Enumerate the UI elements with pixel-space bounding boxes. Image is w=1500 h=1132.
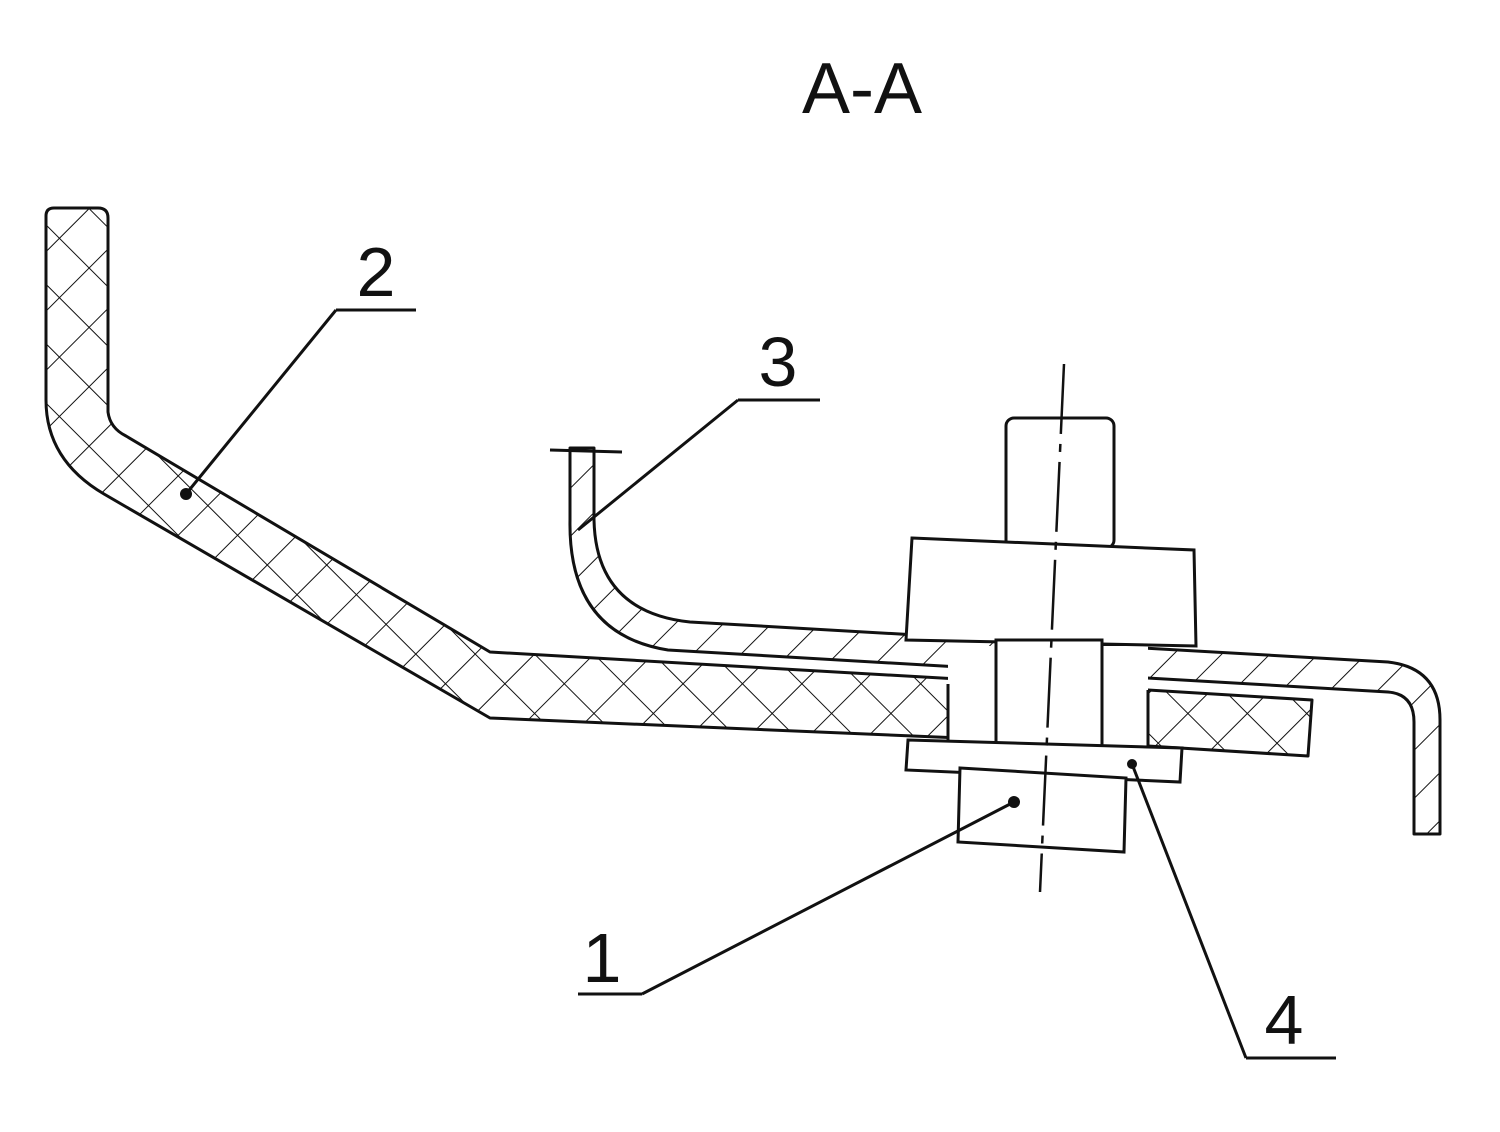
part-3-top-mark <box>549 448 623 454</box>
leader-1 <box>578 796 1020 996</box>
leader-2 <box>180 308 416 500</box>
leader-3 <box>577 398 820 532</box>
section-title: A-A <box>802 49 922 129</box>
callout-1: 1 <box>583 919 622 997</box>
leader-4 <box>1127 759 1336 1060</box>
upper-nut <box>904 536 1198 648</box>
callout-4: 4 <box>1265 981 1304 1059</box>
part-2-bracket <box>44 206 1314 758</box>
bolt-shank-top <box>1004 416 1116 550</box>
center-line <box>1038 363 1066 893</box>
callout-2: 2 <box>357 233 396 311</box>
callout-3: 3 <box>759 323 798 401</box>
part-1-bolt-head <box>956 766 1128 854</box>
